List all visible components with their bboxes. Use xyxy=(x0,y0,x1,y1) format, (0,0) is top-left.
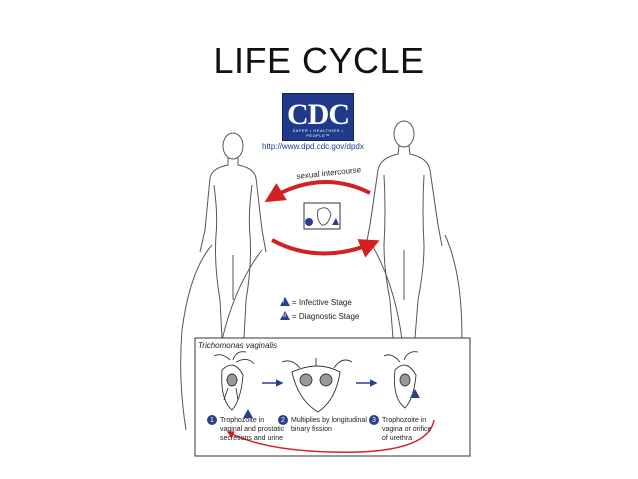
source-url: http://www.dpd.cdc.gov/dpdx xyxy=(262,142,364,151)
diagnostic-stage-icon xyxy=(280,311,290,320)
step-3-text: Trophozoite in vagina or orifice of uret… xyxy=(382,416,431,443)
trophozoite-drawing-1 xyxy=(213,351,255,418)
step-1-badge xyxy=(207,415,217,425)
step-2-line-2: binary fission xyxy=(291,426,332,433)
infective-stage-icon xyxy=(280,297,290,306)
step-3-line-1: Trophozoite in xyxy=(382,417,427,424)
cdc-logo-tagline: SAFER • HEALTHIER • PEOPLE™ xyxy=(292,128,344,138)
trophozoite-drawing-3 xyxy=(383,351,420,409)
panel-title: Trichomonas vaginalis xyxy=(198,341,277,350)
cdc-logo-text: CDC xyxy=(287,98,350,131)
return-arrow xyxy=(271,238,380,258)
human-male-figure-icon xyxy=(365,120,443,339)
sexual-intercourse-arrow xyxy=(264,180,371,203)
step-1-line-1: Trophozoite in xyxy=(220,417,265,424)
step-1-line-3: secretions and urine xyxy=(220,435,284,442)
diagnostic-stage-label: = Diagnostic Stage xyxy=(292,312,360,321)
step-3-badge xyxy=(369,415,379,425)
slide-title: LIFE CYCLE xyxy=(213,40,425,81)
diagnostic-stage-symbol: d xyxy=(283,313,286,319)
step-2-badge xyxy=(278,415,288,425)
infective-stage-symbol: i xyxy=(283,299,285,305)
human-female-figure-icon xyxy=(199,132,267,339)
step-1-line-2: vaginal and prostatic xyxy=(220,426,285,433)
step-1-number: 1 xyxy=(210,417,214,424)
cdc-logo: CDC SAFER • HEALTHIER • PEOPLE™ xyxy=(282,93,354,141)
step-1-text: Trophozoite in vaginal and prostatic sec… xyxy=(220,416,284,443)
panel-return-arrow xyxy=(226,419,435,453)
step-3-line-2: vagina or orifice xyxy=(382,426,432,433)
step-3-line-3: of urethra xyxy=(382,435,412,442)
step-3-number: 3 xyxy=(372,417,376,424)
step-2-number: 2 xyxy=(281,417,285,424)
central-inset xyxy=(303,202,341,230)
trophozoite-drawing-2 xyxy=(281,358,353,413)
infective-stage-label: = Infective Stage xyxy=(292,298,352,307)
step-2-text: Multiplies by longitudinal binary fissio… xyxy=(291,416,367,434)
step-2-line-1: Multiplies by longitudinal xyxy=(291,417,367,424)
